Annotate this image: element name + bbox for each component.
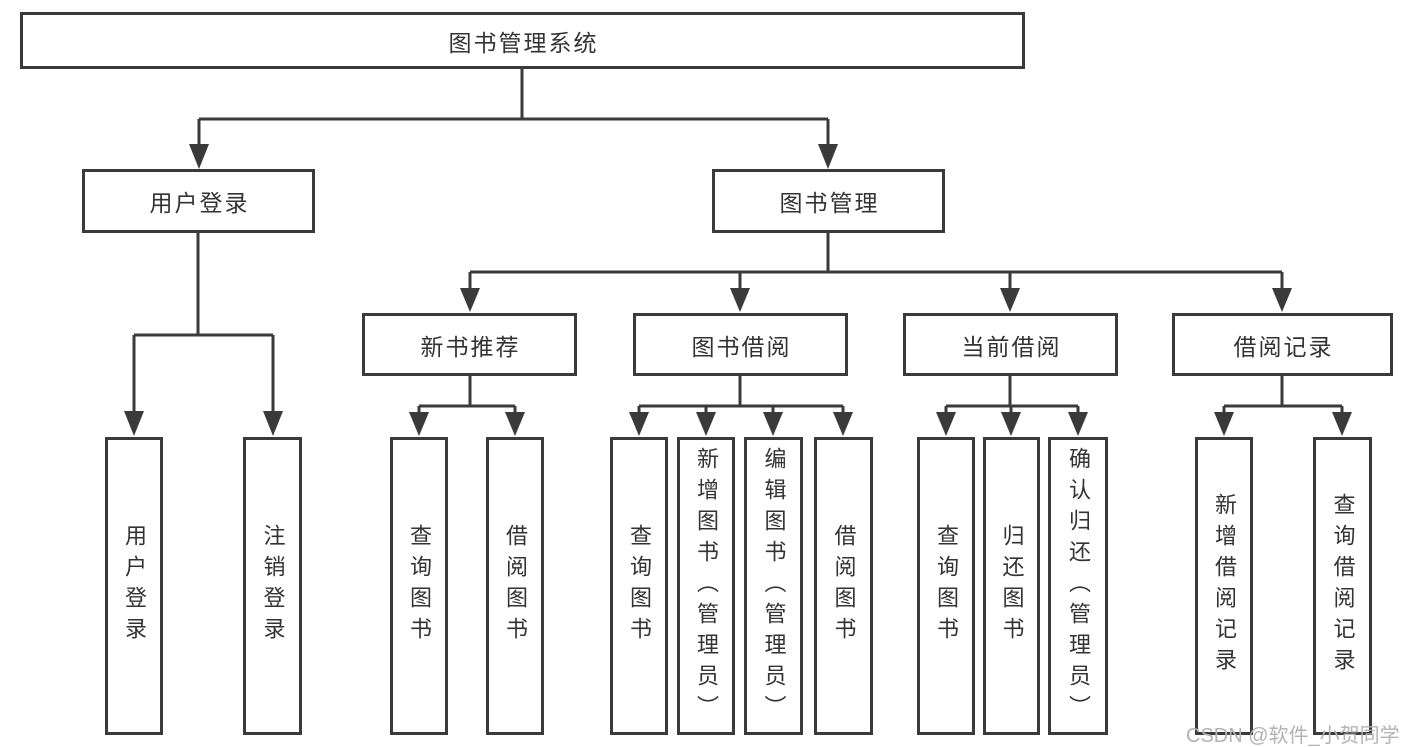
node-current-borrowing-label: 当前借阅 — [961, 333, 1062, 360]
leaf-add-borrow-record-label: 新增借阅记录 — [1212, 493, 1237, 679]
leaf-add-book-admin: 新增图书（管理员） — [677, 437, 735, 735]
leaf-query-books-borrowing: 查询图书 — [610, 437, 668, 735]
node-root: 图书管理系统 — [20, 12, 1025, 69]
leaf-add-borrow-record: 新增借阅记录 — [1195, 437, 1253, 735]
watermark: CSDN @软件_小贺同学 — [1186, 725, 1400, 747]
leaf-user-login: 用户登录 — [105, 437, 163, 735]
leaf-query-books-recommend: 查询图书 — [390, 437, 448, 735]
leaf-logout-label: 注销登录 — [260, 524, 286, 648]
leaf-confirm-return-admin: 确认归还（管理员） — [1048, 437, 1108, 735]
node-root-label: 图书管理系统 — [448, 29, 599, 56]
node-book-management: 图书管理 — [712, 169, 945, 233]
leaf-query-books-borrowing-label: 查询图书 — [627, 524, 652, 648]
node-new-book-recommend-label: 新书推荐 — [420, 333, 521, 360]
leaf-user-login-label: 用户登录 — [122, 524, 147, 648]
node-book-borrowing: 图书借阅 — [633, 313, 848, 376]
leaf-query-books-current: 查询图书 — [917, 437, 975, 735]
leaf-borrow-books-recommend-label: 借阅图书 — [503, 524, 528, 648]
leaf-query-books-recommend-label: 查询图书 — [407, 524, 432, 648]
leaf-logout: 注销登录 — [243, 437, 302, 735]
leaf-edit-book-admin-label: 编辑图书（管理员） — [761, 446, 787, 726]
connector-borrow-records-children — [1214, 376, 1352, 436]
node-book-management-label: 图书管理 — [779, 190, 880, 216]
leaf-query-borrow-record-label: 查询借阅记录 — [1330, 493, 1356, 679]
connector-book-borrowing-children — [629, 376, 853, 436]
node-user-login-label: 用户登录 — [149, 190, 250, 216]
leaf-add-book-admin-label: 新增图书（管理员） — [694, 446, 719, 726]
leaf-confirm-return-admin-label: 确认归还（管理员） — [1066, 446, 1091, 726]
leaf-return-books-label: 归还图书 — [999, 524, 1025, 648]
leaf-borrow-books-recommend: 借阅图书 — [486, 437, 544, 735]
leaf-return-books: 归还图书 — [983, 437, 1040, 735]
node-borrow-records-label: 借阅记录 — [1233, 333, 1334, 360]
leaf-query-borrow-record: 查询借阅记录 — [1313, 437, 1372, 735]
leaf-borrow-books-borrowing: 借阅图书 — [814, 437, 873, 735]
node-borrow-records: 借阅记录 — [1172, 313, 1393, 376]
connector-current-borrowing-children — [936, 376, 1088, 436]
leaf-borrow-books-borrowing-label: 借阅图书 — [831, 524, 857, 648]
connector-root-to-level2 — [189, 69, 838, 169]
leaf-query-books-current-label: 查询图书 — [934, 524, 959, 648]
node-book-borrowing-label: 图书借阅 — [691, 333, 792, 360]
node-user-login: 用户登录 — [82, 169, 315, 233]
node-new-book-recommend: 新书推荐 — [362, 313, 577, 376]
connector-user-login-children — [124, 233, 283, 436]
leaf-edit-book-admin: 编辑图书（管理员） — [744, 437, 803, 735]
node-current-borrowing: 当前借阅 — [903, 313, 1118, 376]
connector-new-book-recommend-children — [409, 376, 525, 436]
connector-book-management-children — [460, 233, 1292, 312]
